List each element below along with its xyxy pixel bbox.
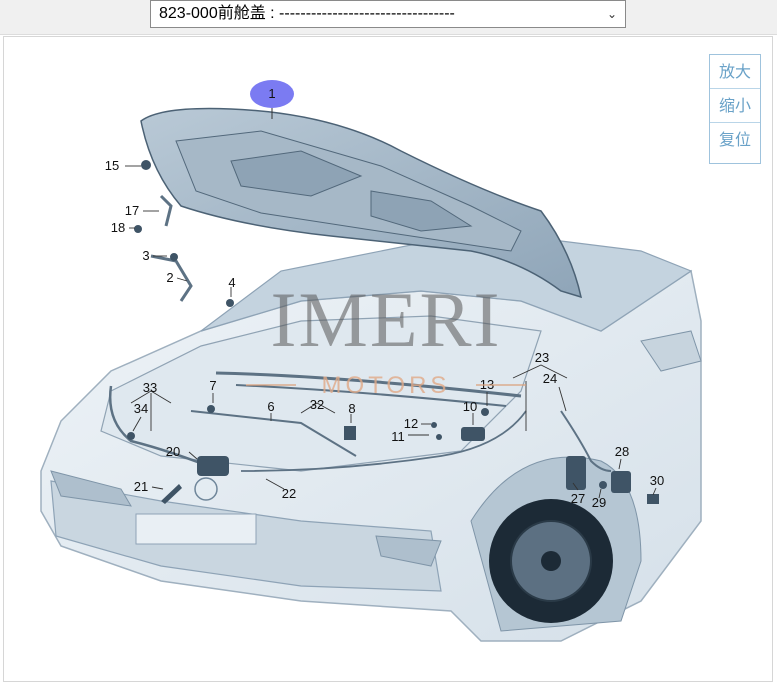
callout-17: 17 (125, 203, 139, 218)
hood-panel[interactable] (140, 107, 583, 299)
callout-1: 1 (268, 86, 275, 101)
callout-8: 8 (348, 401, 355, 416)
callout-24: 24 (543, 371, 557, 386)
leader-lines (125, 165, 657, 499)
reset-zoom-button[interactable]: 复位 (718, 130, 751, 149)
zoom-in-button[interactable]: 放大 (710, 55, 760, 89)
callout-29: 29 (592, 495, 606, 510)
callout-22: 22 (282, 486, 296, 501)
zoom-controls: 放大 缩小 复位 (709, 54, 761, 164)
diagram-viewer[interactable]: 1 15 17 18 3 2 4 33 34 7 6 32 8 13 10 12… (3, 36, 773, 682)
car-body (40, 230, 702, 642)
callout-6: 6 (267, 399, 274, 414)
hardware-parts (127, 160, 659, 504)
part-group-select[interactable]: 823-000前舱盖 : ---------------------------… (150, 0, 626, 28)
parts-diagram: 1 15 17 18 3 2 4 33 34 7 6 32 8 13 10 12… (40, 80, 702, 642)
callout-labels: 1 15 17 18 3 2 4 33 34 7 6 32 8 13 10 12… (105, 86, 664, 510)
callout-28: 28 (615, 444, 629, 459)
callout-21: 21 (134, 479, 148, 494)
callout-34: 34 (134, 401, 148, 416)
zoom-out-button[interactable]: 缩小 (710, 89, 760, 123)
callout-10: 10 (463, 399, 477, 414)
callout-23: 23 (535, 350, 549, 365)
callout-32: 32 (310, 397, 324, 412)
callout-3: 3 (142, 248, 149, 263)
callout-15: 15 (105, 158, 119, 173)
top-toolbar: 823-000前舱盖 : ---------------------------… (0, 0, 777, 35)
callout-20: 20 (166, 444, 180, 459)
callout-30: 30 (650, 473, 664, 488)
watermark-main: IMERI (271, 276, 502, 363)
callout-4: 4 (228, 275, 235, 290)
part-group-select-value: 823-000前舱盖 : ---------------------------… (159, 5, 455, 22)
callout-33: 33 (143, 380, 157, 395)
chevron-down-icon: ⌄ (606, 7, 617, 21)
watermark-sub: MOTORS (322, 372, 451, 399)
callout-18: 18 (111, 220, 125, 235)
callout-12: 12 (404, 416, 418, 431)
hood-seals-and-cables (109, 194, 612, 473)
callout-2: 2 (166, 270, 173, 285)
callout-27: 27 (571, 491, 585, 506)
callout-11: 11 (391, 429, 405, 444)
callout-7: 7 (209, 378, 216, 393)
watermark: IMERI MOTORS (246, 276, 526, 399)
callout-1-highlight[interactable] (250, 80, 294, 108)
